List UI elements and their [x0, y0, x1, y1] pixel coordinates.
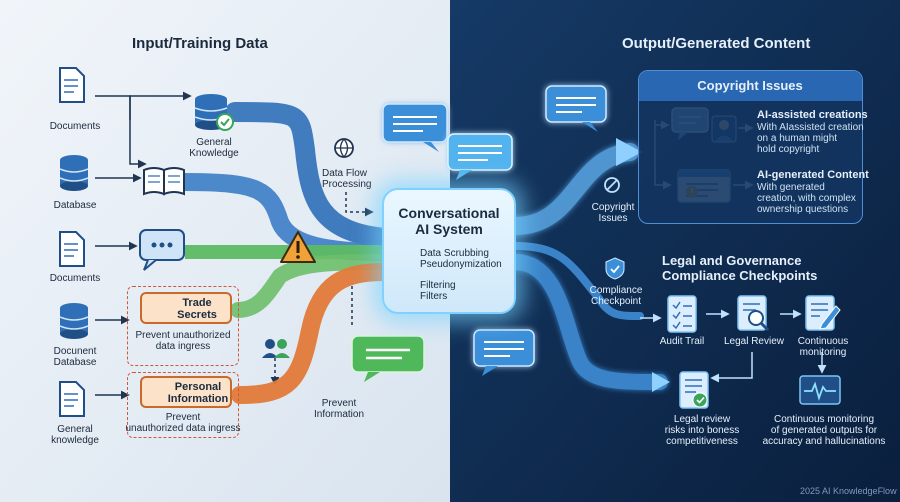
flow-general-knowledge — [225, 102, 395, 248]
chat-bubble-icon — [139, 229, 185, 271]
footer-credit: 2025 AI KnowledgeFlow — [800, 486, 897, 496]
personal-info-zone — [127, 372, 239, 438]
message-bubble — [545, 85, 607, 132]
database-icon — [59, 155, 89, 191]
no-symbol-icon — [604, 177, 620, 193]
edit-document-icon — [805, 295, 841, 331]
message-bubble — [473, 329, 535, 376]
document-icon — [59, 381, 85, 417]
message-bubble-green — [351, 335, 425, 382]
legal-review-label: Legal Review — [723, 336, 785, 347]
copyright-issues-title: Copyright Issues — [697, 78, 803, 93]
left-panel-title: Input/Training Data — [132, 35, 268, 52]
flow-personal-info — [231, 263, 394, 404]
database-icon — [59, 303, 89, 339]
magnifier-document-icon — [737, 295, 770, 332]
shield-check-icon — [605, 257, 625, 280]
globe-icon — [334, 138, 354, 159]
source-label-documents-2: Documents — [49, 273, 101, 284]
flow-output-mid — [511, 242, 644, 320]
source-label-database: Database — [53, 200, 97, 211]
flow-trade-secrets — [230, 254, 393, 318]
flow-output-bottom — [507, 254, 668, 390]
copyright-issues-panel: Copyright Issues AI-assisted creations W… — [638, 70, 869, 224]
document-icon — [59, 231, 85, 267]
book-icon — [143, 167, 185, 196]
monitor-pulse-icon — [799, 375, 841, 405]
flow-output-top — [506, 143, 639, 235]
knowledge-database-icon — [194, 94, 234, 131]
warning-icon — [280, 231, 316, 263]
document-check-icon — [679, 371, 709, 409]
ai-generated-title: AI-generated Content — [757, 169, 869, 181]
document-icon — [59, 67, 85, 103]
message-bubble — [382, 103, 448, 152]
checklist-icon — [667, 295, 697, 333]
trade-secrets-zone — [127, 286, 239, 366]
right-panel-title: Output/Generated Content — [622, 35, 811, 52]
copyright-issues-header — [639, 71, 862, 101]
ai-generated-desc: With generated creation, with complex ow… — [757, 182, 856, 216]
audit-trail-label: Audit Trail — [659, 336, 705, 347]
ai-assisted-title: AI-assisted creations — [757, 109, 868, 121]
ai-assisted-desc: With AIassisted creation on a human migh… — [757, 122, 864, 156]
message-bubble — [447, 133, 513, 180]
source-label-documents: Documents — [49, 121, 101, 132]
people-icon — [262, 339, 290, 358]
